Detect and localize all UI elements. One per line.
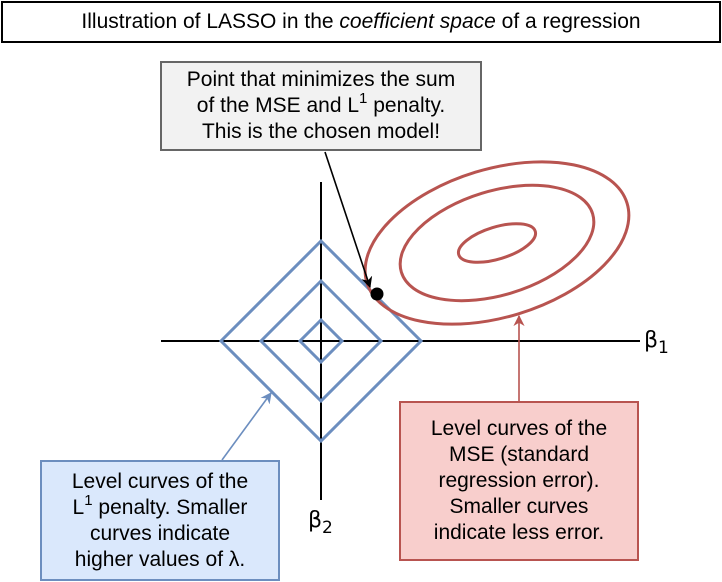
l1-penalty-note: Level curves of the L1 penalty. Smaller … [40, 460, 280, 581]
l1-note-arrow [221, 392, 272, 461]
beta2-label: β2 [308, 508, 333, 538]
mse-note: Level curves of the MSE (standard regres… [399, 401, 639, 561]
l1-level-curve-small [297, 317, 345, 365]
mse-level-curve-small [456, 222, 538, 264]
beta1-label: β1 [644, 328, 669, 358]
l1-level-curve-medium [258, 278, 384, 404]
title-text: Illustration of LASSO in the coefficient… [81, 10, 641, 33]
chosen-point-note: Point that minimizes the sum of the MSE … [160, 61, 482, 151]
title-box: Illustration of LASSO in the coefficient… [1, 1, 721, 43]
mse-level-curve-medium [398, 183, 596, 303]
mse-level-curve-large [363, 160, 631, 326]
chosen-model-point [370, 287, 384, 301]
title-emphasis: coefficient space [339, 10, 496, 33]
point-note-arrow [324, 151, 373, 289]
